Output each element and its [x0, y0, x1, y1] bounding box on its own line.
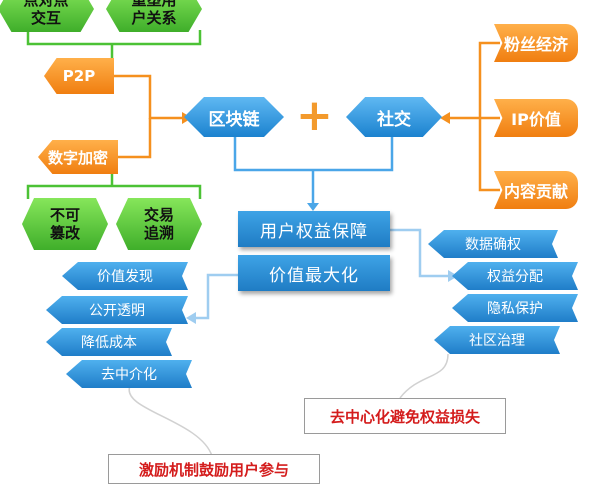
- left-chip-value-discovery: 价值发现: [62, 262, 188, 290]
- social-node: 社交: [346, 97, 442, 137]
- value-max-box: 价值最大化: [238, 255, 390, 291]
- p2p-link: [112, 74, 182, 120]
- p2p-node: P2P: [44, 58, 114, 94]
- right-orange-content: 内容贡献: [494, 171, 578, 209]
- right-chip-data-rights: 数据确权: [428, 230, 558, 258]
- top-green-bracket: [26, 30, 202, 46]
- blockchain-node: 区块链: [184, 97, 284, 137]
- user-rights-box: 用户权益保障: [238, 211, 390, 247]
- bottom-green-bracket: [26, 184, 202, 199]
- plus-sign: +: [296, 90, 333, 141]
- green-node-user-relation: 重塑用户关系: [106, 0, 202, 32]
- left-chip-cost-reduction: 降低成本: [46, 328, 172, 356]
- green-node-interaction: 点对点交互: [0, 0, 94, 32]
- left-chip-transparency: 公开透明: [46, 296, 188, 324]
- right-chip-privacy: 隐私保护: [452, 294, 578, 322]
- callout-decentralization: 去中心化避免权益损失: [304, 398, 506, 434]
- right-chip-link: [390, 228, 450, 278]
- green-node-tamperproof: 不可篡改: [22, 198, 108, 250]
- green-node-traceable: 交易追溯: [116, 198, 202, 250]
- connector-lines: [26, 30, 500, 457]
- left-chip-link: [194, 273, 238, 320]
- right-orange-link: [450, 41, 500, 120]
- right-orange-fan-economy: 粉丝经济: [494, 24, 578, 62]
- right-chip-governance: 社区治理: [434, 326, 560, 354]
- right-chip-rights-distribution: 权益分配: [452, 262, 578, 290]
- left-chip-disintermediation: 去中介化: [66, 360, 192, 388]
- callout-incentive: 激励机制鼓励用户参与: [108, 454, 320, 484]
- crypto-node: 数字加密: [38, 140, 118, 174]
- blue-merge: [233, 137, 394, 172]
- right-orange-ip-value: IP价值: [494, 99, 578, 137]
- crypto-link: [112, 118, 152, 159]
